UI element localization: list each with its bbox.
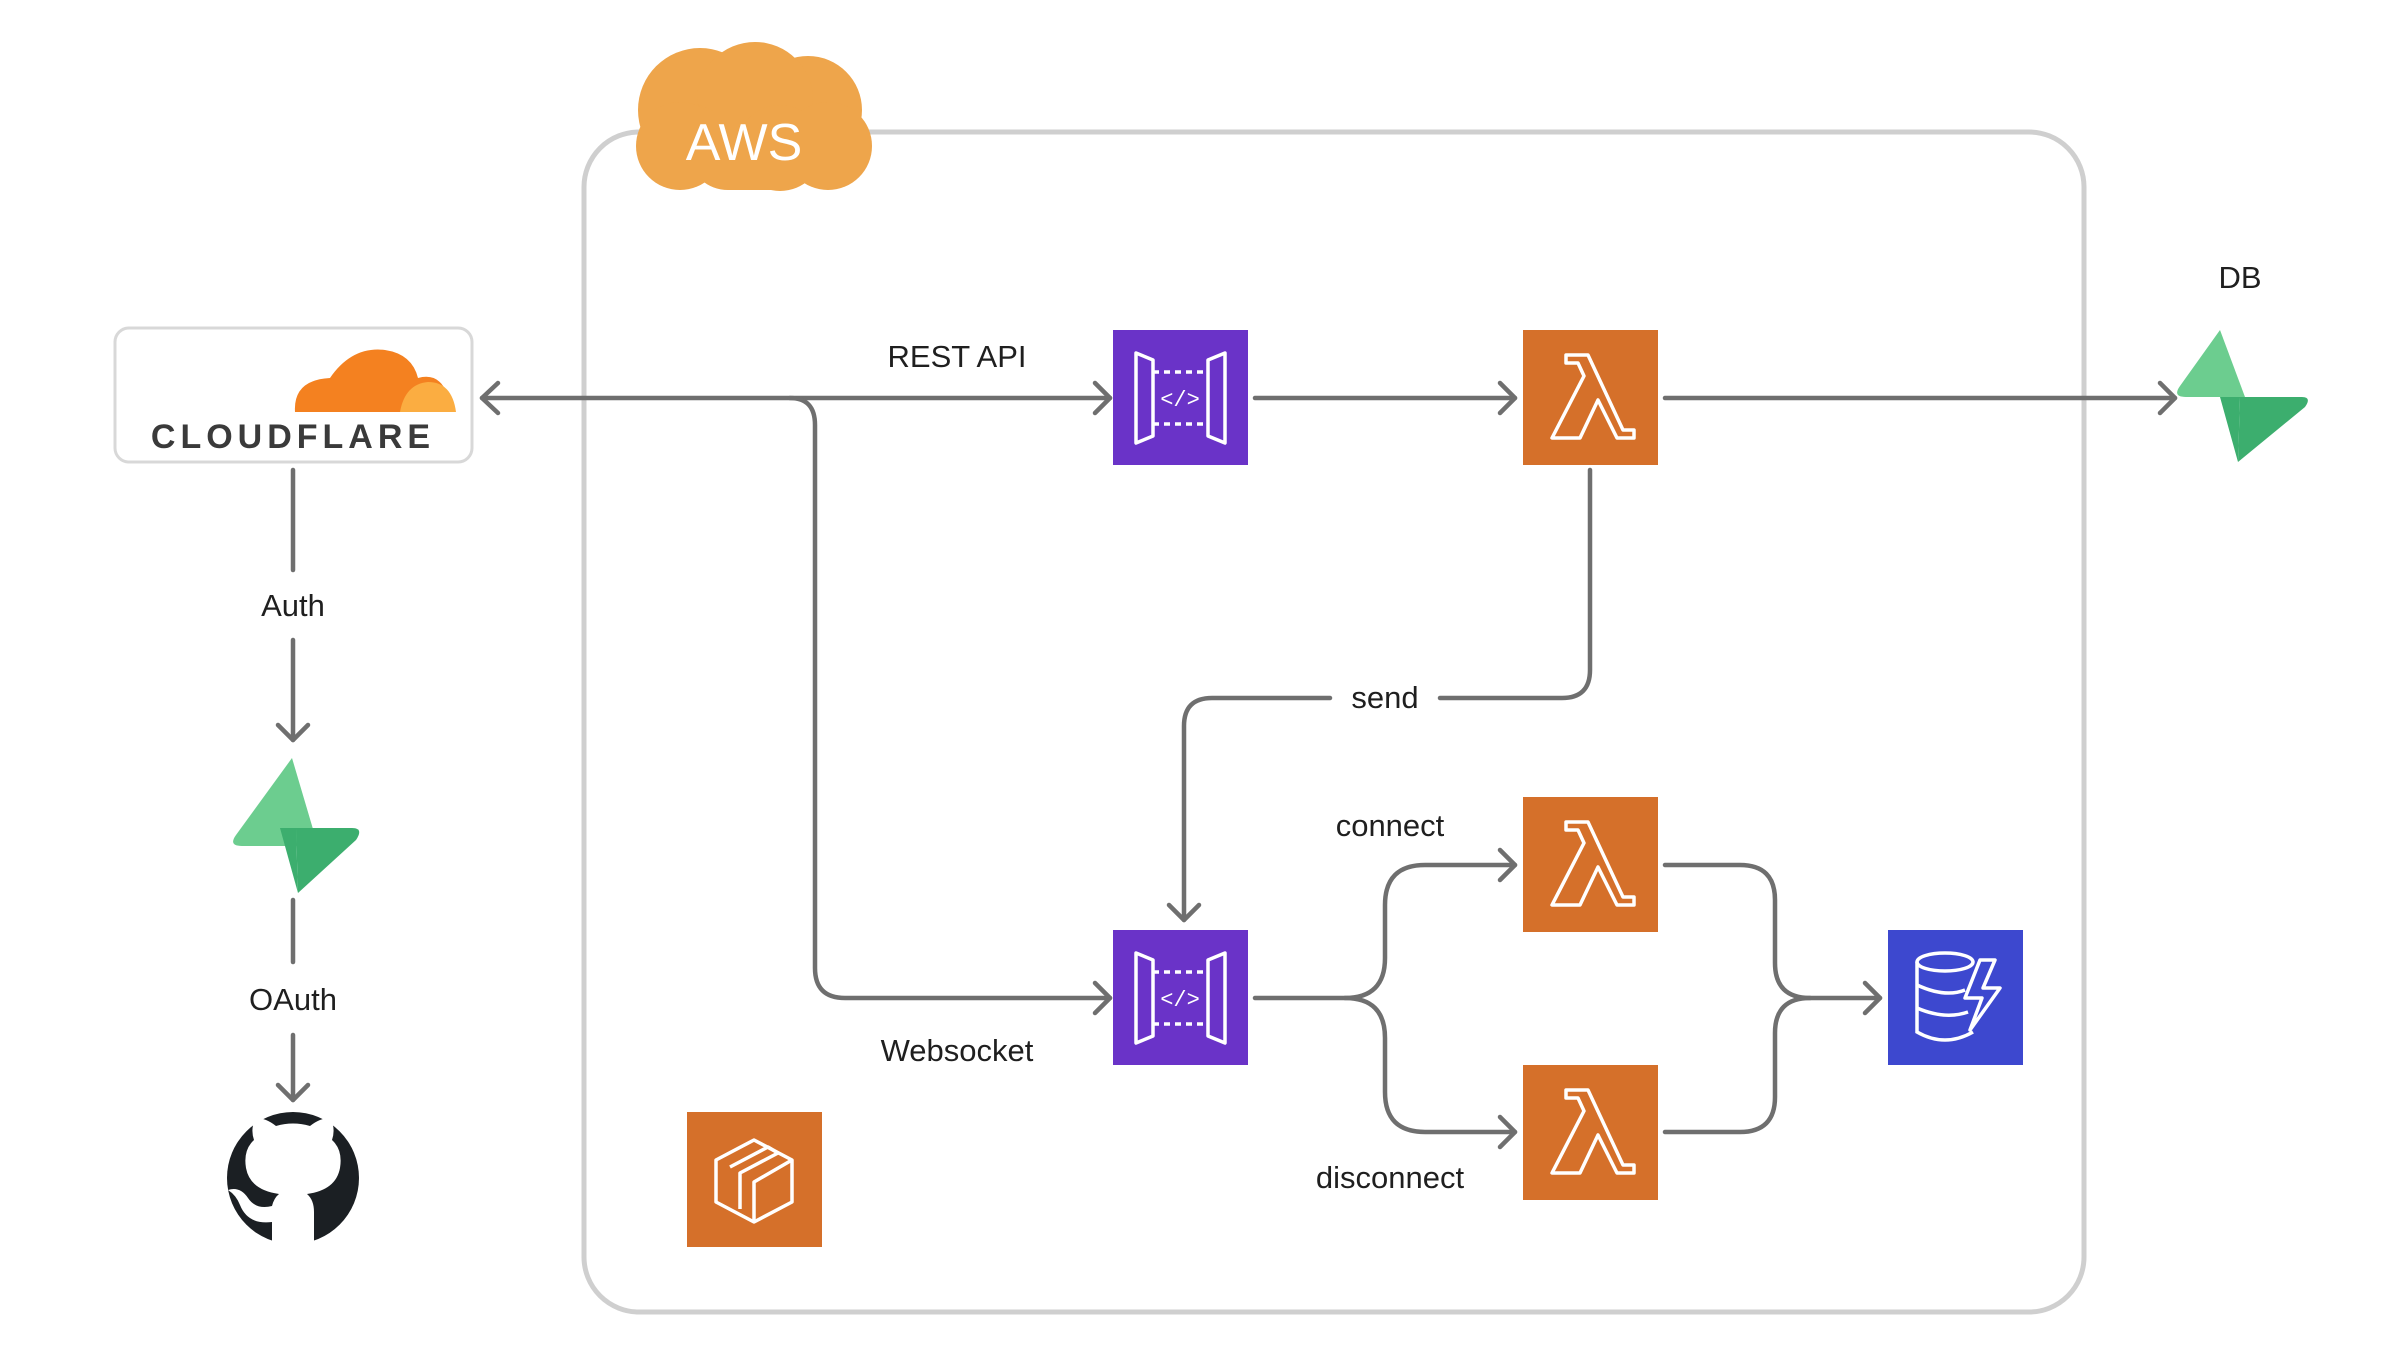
github-icon: [227, 1112, 359, 1244]
auth-label: Auth: [261, 588, 325, 623]
websocket-label: Websocket: [881, 1033, 1034, 1068]
oauth-label: OAuth: [249, 982, 337, 1017]
connect-connector: [1252, 862, 1518, 1001]
connect-label: connect: [1336, 808, 1445, 843]
arrowhead-websocket-gateway: [1092, 980, 1113, 1016]
arrowhead-rest-lambda: [1497, 380, 1518, 416]
svg-text:</>: </>: [1160, 988, 1200, 1013]
supabase-icon: [2177, 330, 2308, 462]
websocket-connector: [787, 395, 1113, 1001]
aws-container: [581, 129, 2087, 1315]
arrowhead-db: [2157, 380, 2178, 416]
arrowhead-dynamodb: [1862, 980, 1883, 1016]
api-gateway-icon: </>: [1113, 330, 1248, 465]
lambda-connect-icon: [1523, 797, 1658, 932]
supabase-auth-icon: [233, 758, 360, 893]
send-connector-2: [1181, 695, 1333, 923]
cloudflare-wordmark: CLOUDFLARE: [151, 418, 435, 456]
websocket-gateway-icon: </>: [1113, 930, 1248, 1065]
connect-to-dynamodb-connector: [1662, 862, 1883, 1001]
aws-cloud-icon: [636, 42, 872, 191]
arrowhead-auth: [275, 722, 311, 743]
disconnect-to-dynamodb-connector: [1662, 995, 1813, 1135]
aws-label: AWS: [686, 114, 803, 172]
disconnect-connector: [1342, 995, 1518, 1135]
rest-api-label: REST API: [888, 339, 1027, 374]
arrowhead-cloudflare: [479, 380, 501, 416]
cloudflare-logo: CLOUDFLARE: [113, 326, 474, 464]
send-connector: [1437, 467, 1593, 701]
svg-text:</>: </>: [1160, 388, 1200, 413]
amplify-icon: [687, 1112, 822, 1247]
arrowhead-send: [1166, 902, 1202, 923]
db-label: DB: [2218, 260, 2261, 295]
arrowhead-oauth: [275, 1082, 311, 1103]
send-label: send: [1351, 680, 1418, 715]
lambda-disconnect-icon: [1523, 1065, 1658, 1200]
lambda-icon: [1523, 330, 1658, 465]
dynamodb-icon: [1888, 930, 2023, 1065]
cloudflare-cloud-icon: [294, 349, 456, 412]
arrowhead-disconnect: [1497, 1114, 1518, 1150]
disconnect-label: disconnect: [1316, 1160, 1465, 1195]
arrowhead-rest-gateway: [1092, 380, 1113, 416]
arrowhead-connect: [1497, 847, 1518, 883]
